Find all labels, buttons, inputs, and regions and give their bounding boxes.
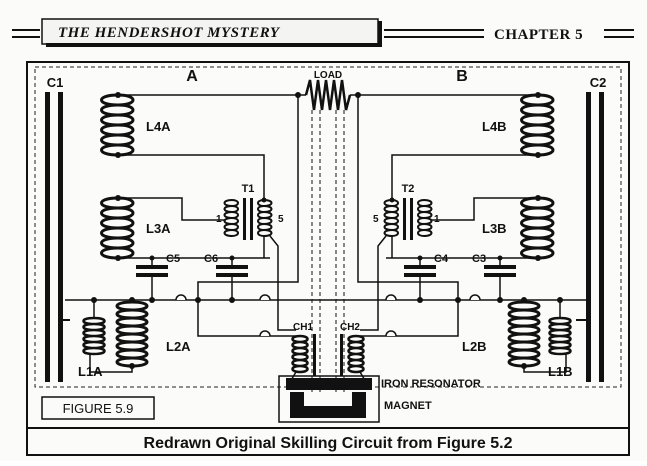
label-l4a: L4A <box>146 119 171 134</box>
label-t1: T1 <box>242 183 255 195</box>
header-chapter: CHAPTER 5 <box>494 27 583 43</box>
figure-label-box: FIGURE 5.9 <box>41 396 155 420</box>
label-l1b: L1B <box>548 364 573 379</box>
magnet <box>290 392 366 418</box>
coil-l3a <box>100 196 135 260</box>
label-c1: C1 <box>47 75 64 90</box>
label-l4b: L4B <box>482 119 507 134</box>
choke-ch1 <box>291 334 316 376</box>
capacitor-c1-plates <box>45 92 70 382</box>
label-t2-pin1: 1 <box>434 214 440 225</box>
label-ch2: CH2 <box>340 322 360 333</box>
wire-jumpers <box>175 294 481 337</box>
label-side-b: B <box>456 68 468 85</box>
label-magnet: MAGNET <box>384 400 432 412</box>
header-title: THE HENDERSHOT MYSTERY <box>58 25 281 41</box>
label-c2: C2 <box>590 75 607 90</box>
capacitor-c2-plates <box>576 92 604 382</box>
figure-label: FIGURE 5.9 <box>63 401 134 416</box>
coil-l4b <box>520 93 555 157</box>
choke-ch2 <box>340 334 365 376</box>
label-side-a: A <box>186 68 198 85</box>
transformer-t1 <box>223 198 273 240</box>
coil-l2b <box>507 300 541 368</box>
wiring <box>65 94 591 390</box>
label-t1-pin1: 1 <box>216 214 222 225</box>
label-l2a: L2A <box>166 339 191 354</box>
label-c3: C3 <box>472 253 486 265</box>
label-c4: C4 <box>434 253 449 265</box>
label-l3b: L3B <box>482 221 507 236</box>
header-bar: THE HENDERSHOT MYSTERY CHAPTER 5 <box>12 18 634 47</box>
coil-l1b <box>548 316 572 356</box>
transformer-t2 <box>383 198 433 240</box>
coil-l4a <box>100 93 135 157</box>
load-resistor <box>304 79 352 392</box>
capacitor-c6 <box>216 258 248 300</box>
label-t1-pin5: 5 <box>278 214 284 225</box>
label-l2b: L2B <box>462 339 487 354</box>
label-iron-resonator: IRON RESONATOR <box>381 378 481 390</box>
capacitor-c5 <box>136 258 168 300</box>
coil-l2a <box>115 300 149 368</box>
label-c5: C5 <box>166 253 180 265</box>
label-l1a: L1A <box>78 364 103 379</box>
iron-resonator <box>278 375 380 423</box>
capacitor-c3 <box>484 258 516 300</box>
coil-l3b <box>520 196 555 260</box>
label-t2: T2 <box>402 183 415 195</box>
label-t2-pin5: 5 <box>373 214 379 225</box>
figure-frame <box>26 61 630 456</box>
label-load: LOAD <box>314 70 342 81</box>
label-l3a: L3A <box>146 221 171 236</box>
junction-dots <box>91 92 563 369</box>
figure-caption: Redrawn Original Skilling Circuit from F… <box>144 435 513 452</box>
coil-l1a <box>82 316 106 356</box>
capacitor-c4 <box>404 258 436 300</box>
label-c6: C6 <box>204 253 218 265</box>
label-ch1: CH1 <box>293 322 313 333</box>
